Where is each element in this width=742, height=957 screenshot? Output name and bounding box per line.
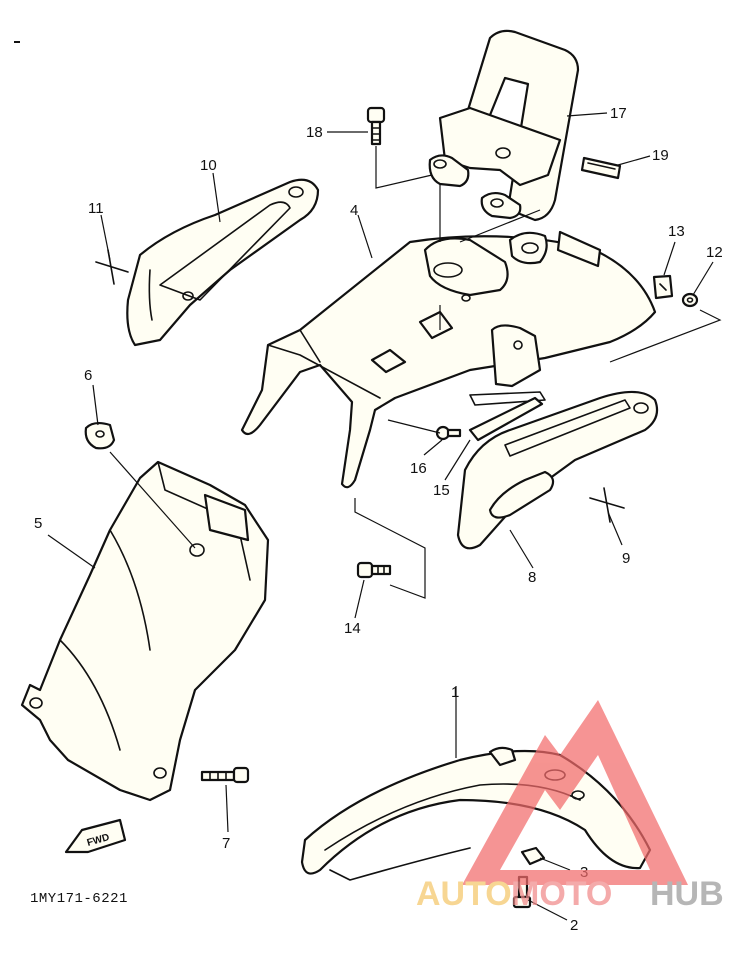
callout-12: 12: [706, 244, 723, 261]
side-cover-left-part-10: [126, 178, 320, 347]
callout-1: 1: [451, 684, 459, 701]
automotohub-watermark: AUTO MOTO HUB: [416, 700, 724, 913]
bolt-part-14: [356, 561, 392, 579]
callout-14: 14: [344, 620, 361, 637]
grommet-part-6: [84, 421, 116, 450]
callout-11: 11: [88, 200, 104, 217]
callout-16: 16: [410, 460, 427, 477]
watermark-word-auto: AUTO: [416, 875, 512, 913]
callout-17: 17: [610, 105, 627, 122]
callout-10: 10: [200, 157, 217, 174]
callout-9: 9: [622, 550, 630, 567]
bolt-part-7: [200, 766, 250, 784]
clip-part-9: [589, 487, 625, 523]
emblem-part-19: [580, 156, 622, 180]
watermark-triangle-icon: [462, 700, 688, 885]
side-cover-right-part-8: [456, 390, 659, 550]
fwd-arrow-icon: FWD: [64, 818, 127, 854]
callout-5: 5: [34, 515, 42, 532]
bolt-part-2: [512, 875, 532, 909]
callout-19: 19: [652, 147, 669, 164]
washer-part-12: [681, 292, 699, 308]
watermark-word-moto: MOTO: [511, 875, 612, 913]
watermark-word-hub: HUB: [650, 875, 724, 913]
grab-rail-part-17: [428, 29, 580, 222]
clip-part-11: [95, 249, 129, 285]
callout-2: 2: [570, 917, 578, 934]
callout-18: 18: [306, 124, 323, 141]
inner-fender-part-5: [20, 460, 270, 802]
callout-labels: 1 2 3 4 5 6 7 8 9 10 11 12 13 14 15 16 1…: [34, 105, 723, 934]
rear-fender-part-4: [240, 230, 657, 489]
callout-13: 13: [668, 223, 685, 240]
callout-8: 8: [528, 569, 536, 586]
part-code: 1MY171-6221: [30, 891, 128, 907]
callout-6: 6: [84, 367, 92, 384]
leader-lines: [47, 112, 722, 921]
nut-part-3: [520, 846, 546, 866]
bolt-part-16: [435, 425, 462, 441]
stay-part-15: [468, 396, 544, 442]
callout-4: 4: [350, 202, 358, 219]
callout-15: 15: [433, 482, 450, 499]
nut-part-13: [652, 274, 674, 300]
bolt-part-18: [366, 106, 386, 146]
callout-7: 7: [222, 835, 230, 852]
